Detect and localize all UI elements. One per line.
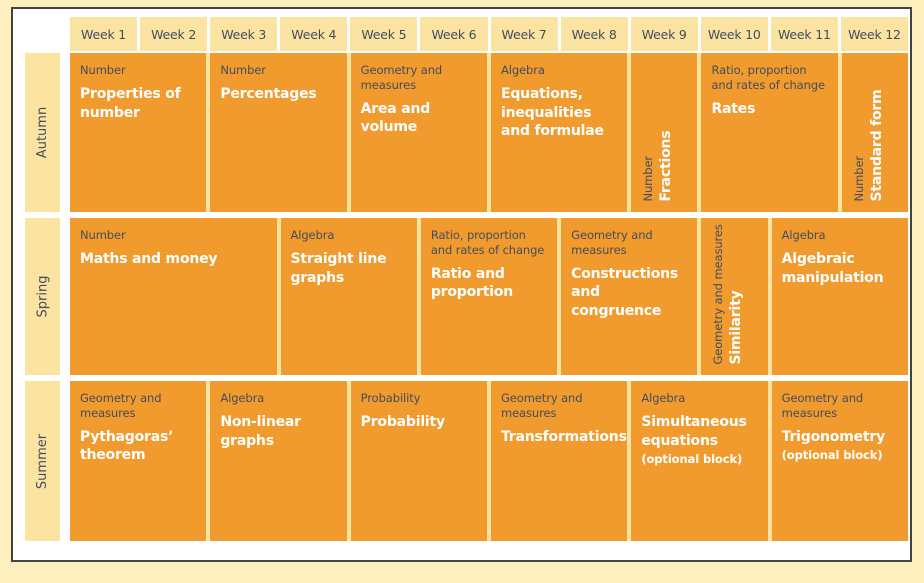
block-topic: Simultaneous equations	[641, 413, 747, 449]
block-topic: Pythagoras’ theorem	[80, 428, 174, 464]
block-topic: Standard form	[868, 89, 885, 202]
block-category: Algebra	[781, 228, 826, 242]
week-header-cell: Week 1	[70, 17, 138, 51]
block-category: Algebra	[500, 63, 545, 77]
block-category: Geometry and measures	[500, 391, 583, 420]
block-category: Algebra	[220, 391, 265, 405]
block-category: Geometry and measures	[571, 228, 653, 257]
term-label-summer: Summer	[25, 381, 60, 541]
block-category: Probability	[360, 391, 421, 405]
block-category: Geometry and measures	[80, 391, 162, 420]
block-topic: Non-linear graphs	[220, 413, 301, 449]
block-category: Number	[641, 156, 656, 202]
week-header-cell: Week 6	[420, 17, 488, 51]
week-header-cell: Week 11	[770, 17, 838, 51]
week-header-cell: Week 12	[840, 17, 908, 51]
block-category: Ratio, proportion and rates of change	[711, 63, 825, 92]
term-label-text: Summer	[35, 433, 51, 489]
block-topic: Area and volume	[360, 100, 431, 136]
term-label-autumn: Autumn	[25, 53, 60, 212]
term-label-spring: Spring	[25, 218, 60, 375]
block-category: Algebra	[641, 391, 686, 405]
term-label-text: Spring	[35, 275, 51, 318]
block-topic: Transformations	[500, 428, 627, 445]
block-category: Number	[80, 63, 126, 77]
block-topic: Rates	[711, 100, 756, 117]
block-topic: Constructions and congruence	[571, 265, 679, 320]
block-category: Number	[220, 63, 266, 77]
block-topic: Probability	[360, 413, 445, 430]
block-topic: Equations, inequalities and formulae	[500, 85, 604, 140]
block-topic: Algebraic manipulation	[781, 250, 884, 286]
block-topic: Properties of number	[80, 85, 181, 121]
week-header-cell: Week 9	[630, 17, 698, 51]
week-header-cell: Week 8	[560, 17, 628, 51]
block-optional-note: (optional block)	[781, 448, 883, 463]
block-category: Algebra	[290, 228, 335, 242]
week-header-cell: Week 5	[350, 17, 418, 51]
week-header-cell: Week 2	[140, 17, 208, 51]
block-topic: Trigonometry	[781, 428, 886, 445]
term-label-text: Autumn	[35, 106, 50, 159]
block-topic: Fractions	[658, 131, 675, 202]
block-topic: Similarity	[728, 290, 745, 365]
block-category: Number	[80, 228, 126, 242]
block-topic: Straight line graphs	[290, 250, 387, 286]
block-category: Number	[851, 156, 866, 202]
block-category: Ratio, proportion and rates of change	[430, 228, 545, 257]
week-header-cell: Week 3	[210, 17, 278, 51]
block-category: Geometry and measures	[781, 391, 864, 420]
week-header-cell: Week 7	[490, 17, 558, 51]
block-category: Geometry and measures	[711, 224, 726, 365]
week-header-cell: Week 4	[280, 17, 348, 51]
block-topic: Percentages	[220, 85, 317, 102]
block-category: Geometry and measures	[360, 63, 443, 92]
week-header-cell: Week 10	[700, 17, 768, 51]
block-optional-note: (optional block)	[641, 452, 743, 467]
block-topic: Maths and money	[80, 250, 218, 267]
block-topic: Ratio and proportion	[430, 265, 513, 301]
